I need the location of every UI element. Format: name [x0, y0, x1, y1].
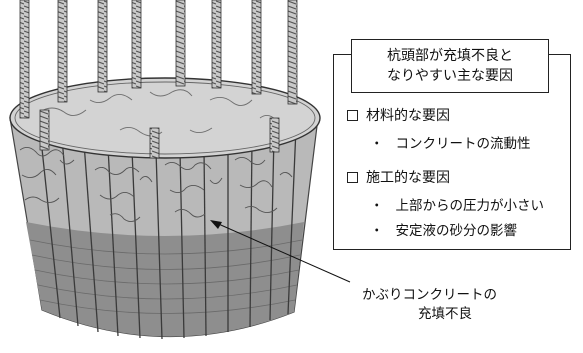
category-material: 材料的な要因 [347, 105, 450, 125]
factors-box-title: 杭頭部が充填不良と なりやすい主な要因 [351, 39, 549, 93]
checkbox-square-icon [347, 172, 358, 183]
vertical-rebars-body [39, 127, 297, 340]
pile-top-surface [9, 77, 321, 159]
construction-item-2: ・安定液の砂分の影響 [370, 219, 517, 239]
factors-title-line-1: 杭頭部が充填不良と [387, 48, 513, 64]
callout-arrow-line [213, 221, 351, 283]
bullet: ・ [370, 198, 384, 214]
crack-texture [19, 147, 293, 222]
construction-item-1: ・上部からの圧力が小さい [370, 194, 544, 214]
category-construction: 施工的な要因 [347, 167, 450, 187]
material-item-label: コンクリートの流動性 [395, 136, 531, 152]
category-material-label: 材料的な要因 [366, 108, 450, 124]
checkbox-square-icon [347, 110, 358, 121]
factors-title-line-2: なりやすい主な要因 [387, 68, 513, 84]
concrete-lower-zone [26, 222, 304, 337]
bullet: ・ [370, 136, 384, 152]
callout-arrow-head [210, 220, 222, 229]
callout-line-2: 充填不良 [418, 306, 472, 322]
construction-item-1-label: 上部からの圧力が小さい [395, 198, 545, 214]
bullet: ・ [370, 223, 384, 239]
material-item: ・コンクリートの流動性 [370, 132, 531, 152]
protruding-rebars [19, 0, 298, 159]
callout-line-1: かぶりコンクリートの [362, 287, 497, 303]
category-construction-label: 施工的な要因 [366, 170, 450, 186]
construction-item-2-label: 安定液の砂分の影響 [395, 223, 518, 239]
